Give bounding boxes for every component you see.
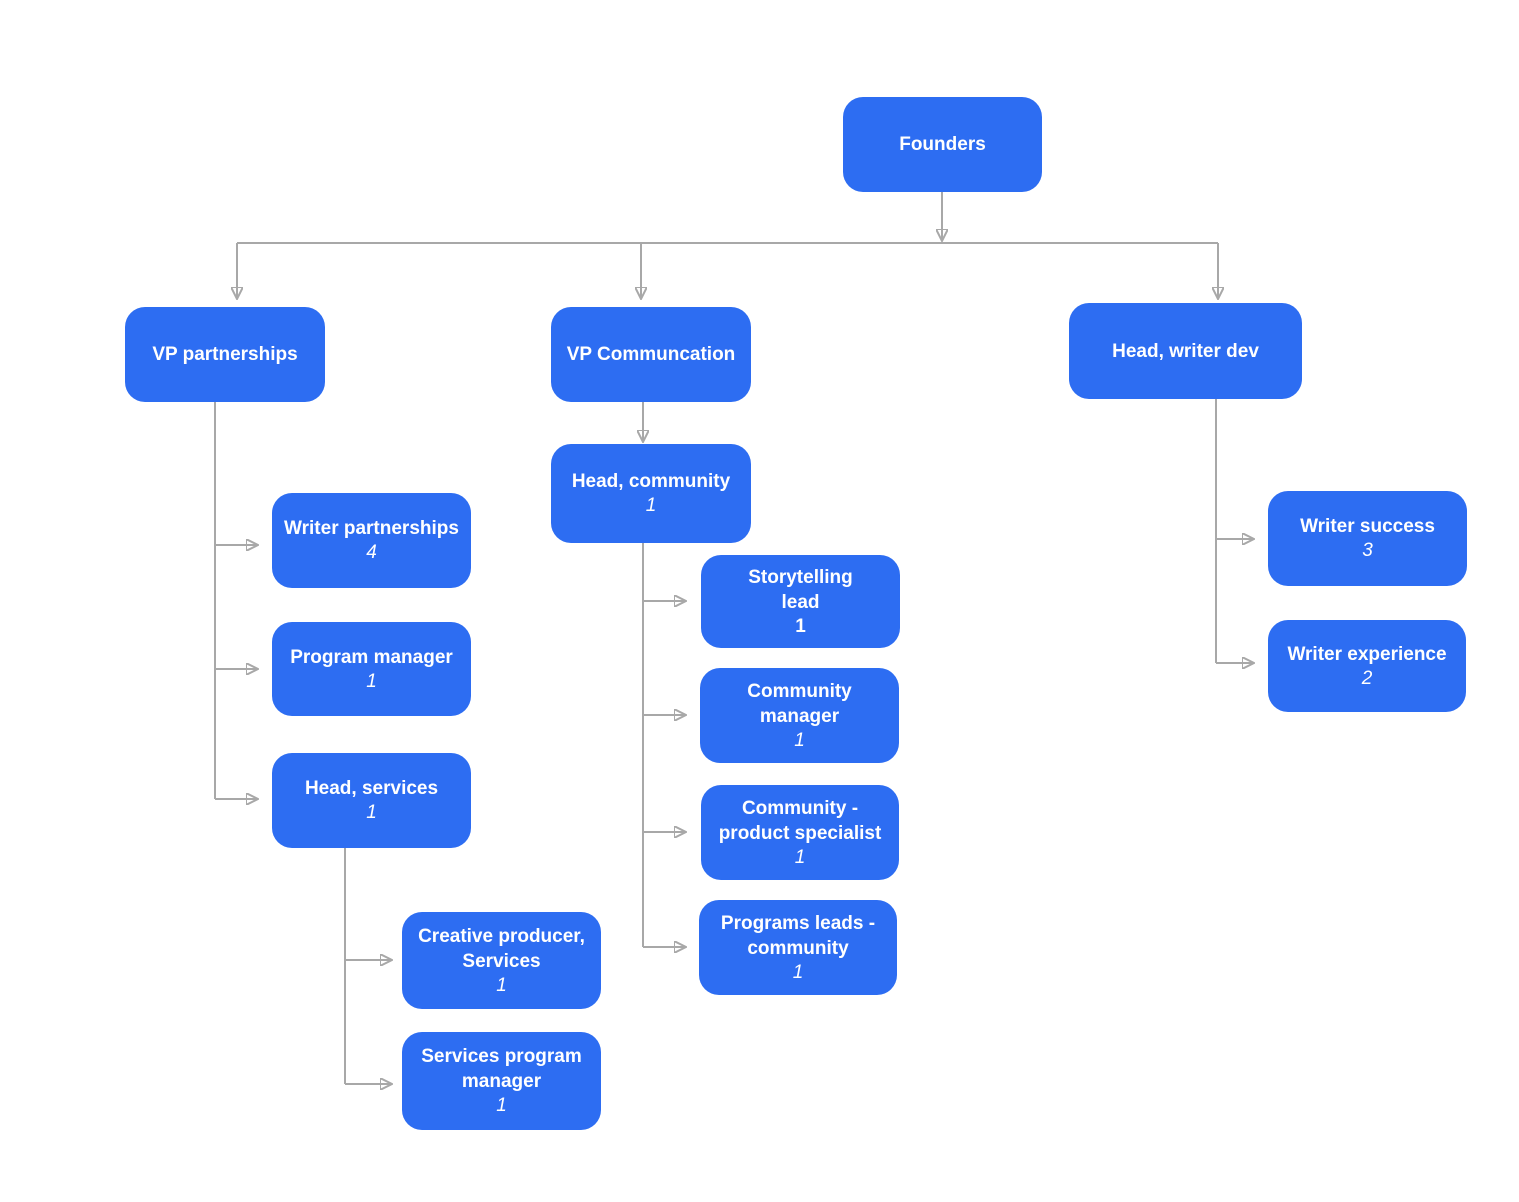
node-count: 3 (1362, 540, 1373, 561)
node-label: Writer partnerships (284, 518, 459, 539)
node-head-community[interactable]: Head, community 1 (551, 444, 751, 543)
node-count: 1 (645, 495, 657, 516)
node-storytelling-lead[interactable]: Storytelling lead 1 (701, 555, 900, 648)
node-label: Head, services (304, 778, 439, 799)
node-count: 1 (794, 729, 805, 751)
node-count: 1 (366, 802, 377, 823)
node-head-services[interactable]: Head, services 1 (272, 753, 471, 848)
node-label: Head, community (571, 471, 731, 492)
node-label: Program manager (290, 646, 453, 668)
node-services-program-manager[interactable]: Services program manager 1 (402, 1032, 601, 1130)
node-writer-success[interactable]: Writer success 3 (1268, 491, 1467, 586)
node-label: Programs leads - community (720, 912, 876, 959)
node-count: 1 (792, 961, 804, 983)
node-writer-partnerships[interactable]: Writer partnerships 4 (272, 493, 471, 588)
node-label: Writer success (1300, 516, 1435, 537)
node-founders[interactable]: Founders (843, 97, 1042, 192)
node-vp-partnerships[interactable]: VP partnerships (125, 307, 325, 402)
node-label: Services program manager (421, 1046, 582, 1092)
node-community-product-specialist[interactable]: Community - product specialist 1 (701, 785, 899, 880)
node-count: 1 (496, 974, 507, 996)
node-label: Head, writer dev (1112, 340, 1259, 362)
node-label: VP Communcation (566, 344, 736, 365)
node-label: Storytelling lead (748, 566, 853, 613)
node-label: Community manager (747, 680, 852, 727)
node-community-manager[interactable]: Community manager 1 (700, 668, 899, 763)
node-count: 1 (794, 846, 806, 868)
node-count: 2 (1361, 667, 1373, 689)
node-program-manager[interactable]: Program manager 1 (272, 622, 471, 716)
node-label: Founders (899, 134, 986, 155)
node-count: 1 (496, 1095, 507, 1116)
node-count: 1 (795, 615, 806, 637)
node-head-writer-dev[interactable]: Head, writer dev (1069, 303, 1302, 399)
node-creative-producer-services[interactable]: Creative producer, Services 1 (402, 912, 601, 1009)
node-writer-experience[interactable]: Writer experience 2 (1268, 620, 1466, 712)
node-vp-communcation[interactable]: VP Communcation (551, 307, 751, 402)
node-programs-leads-community[interactable]: Programs leads - community 1 (699, 900, 897, 995)
node-label: VP partnerships (152, 344, 298, 365)
node-label: Community - product specialist (718, 797, 882, 844)
node-count: 1 (366, 670, 377, 692)
node-label: Creative producer, Services (418, 925, 585, 972)
node-count: 4 (366, 542, 377, 563)
node-label: Writer experience (1287, 643, 1447, 665)
